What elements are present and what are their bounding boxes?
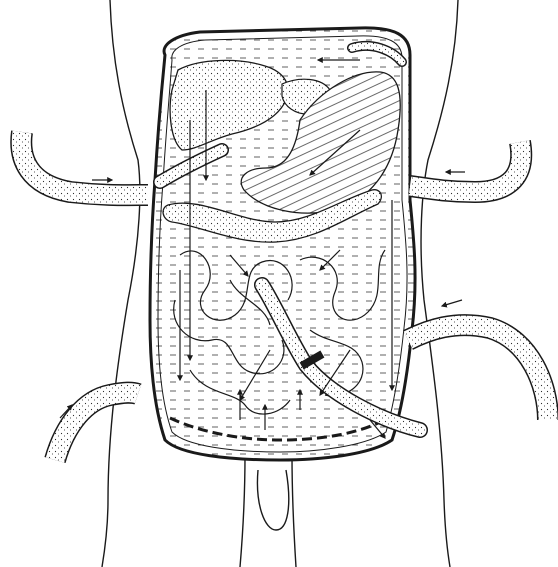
inflow-tube-upper-left xyxy=(21,132,148,195)
inflow-tube-lower-left xyxy=(55,393,138,460)
inflow-tube-middle-right xyxy=(408,325,548,420)
